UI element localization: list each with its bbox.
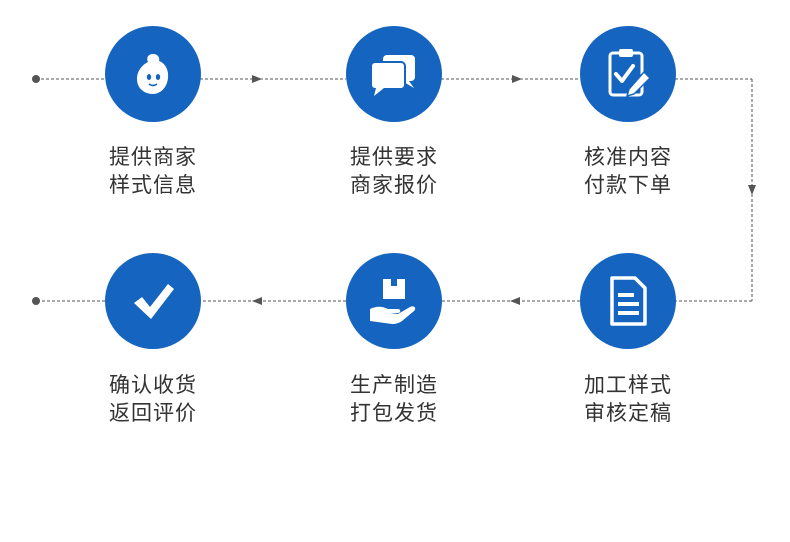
step-5-label: 生产制造 打包发货 [324,371,464,427]
step-6-label: 确认收货 返回评价 [83,371,223,427]
end-dot [32,297,40,305]
arrow-down-icon [748,185,756,195]
step-2-circle [346,26,442,122]
step-6-line2: 返回评价 [109,401,197,425]
step-1-label: 提供商家 样式信息 [83,143,223,199]
step-3-circle [580,26,676,122]
step-1-circle [105,26,201,122]
step-6-line1: 确认收货 [109,373,197,397]
step-4-label: 加工样式 审核定稿 [558,371,698,427]
step-3-line2: 付款下单 [584,173,672,197]
step-4-line1: 加工样式 [584,373,672,397]
step-3-label: 核准内容 付款下单 [558,143,698,199]
step-5-line2: 打包发货 [350,401,438,425]
step-2-line1: 提供要求 [350,145,438,169]
step-5-circle [346,253,442,349]
document-icon [610,276,647,326]
step-3-line1: 核准内容 [584,145,672,169]
step-2-label: 提供要求 商家报价 [324,143,464,199]
arrow-left-icon [252,297,262,305]
step-4-line2: 审核定稿 [584,401,672,425]
arrow-left-icon [510,297,520,305]
chat-bubbles-icon [370,55,415,96]
step-6-circle [105,253,201,349]
start-dot [32,75,40,83]
step-2-line2: 商家报价 [350,173,438,197]
checkmark-icon [134,284,174,319]
clipboard-check-icon [608,49,652,98]
package-hand-icon [370,279,416,324]
arrow-right-icon [252,75,262,83]
step-4-circle [580,253,676,349]
arrow-right-icon [512,75,522,83]
step-5-line1: 生产制造 [350,373,438,397]
qq-penguin-icon [137,54,169,94]
step-1-line2: 样式信息 [109,173,197,197]
step-1-line1: 提供商家 [109,145,197,169]
